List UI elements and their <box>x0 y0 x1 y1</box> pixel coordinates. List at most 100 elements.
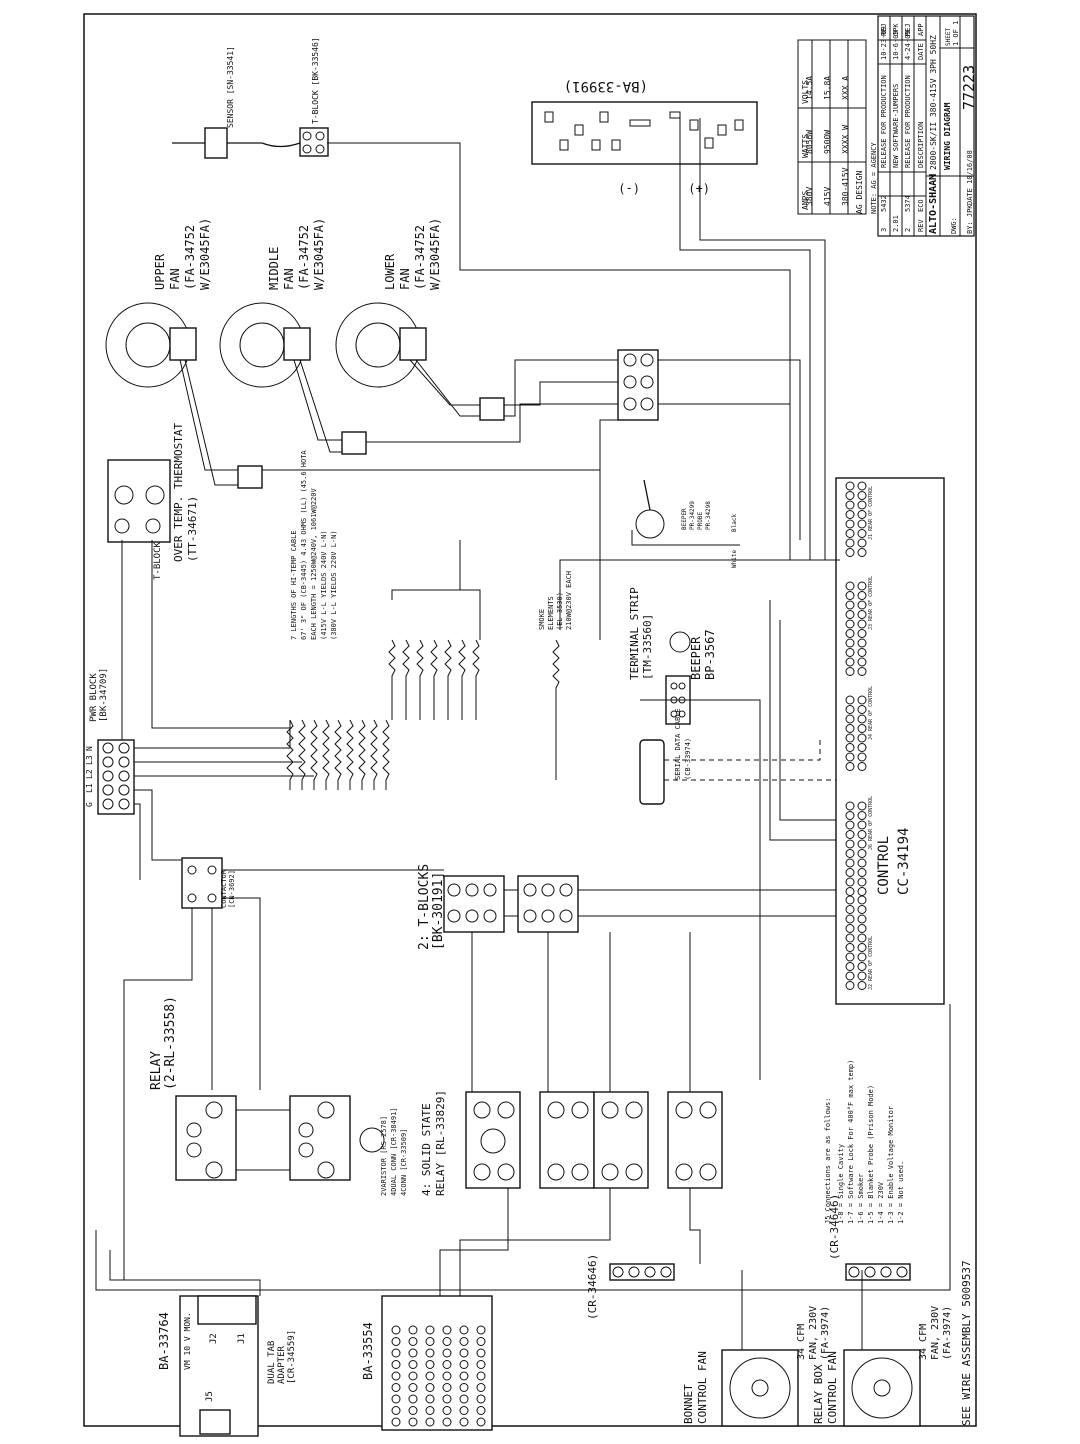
svg-text:FAN: FAN <box>282 268 296 290</box>
t-blocks: 2: T-BLOCKS [BK-30191] <box>417 864 579 950</box>
control-pin <box>857 849 867 858</box>
svg-text:DUAL TAB: DUAL TAB <box>267 1341 277 1384</box>
revision-cell: 3 <box>880 228 888 232</box>
revision-header: DATE <box>917 43 925 60</box>
svg-text:BEEPER: BEEPER <box>689 636 703 680</box>
pwr-terminal <box>118 770 130 782</box>
board-hole <box>391 1383 401 1392</box>
control-pin <box>845 714 855 724</box>
svg-text:J4 REAR OF CONTROL: J4 REAR OF CONTROL <box>868 686 874 740</box>
svg-text:RELAY [RL-33829]: RELAY [RL-33829] <box>434 1090 447 1196</box>
control-pin <box>845 733 855 743</box>
board-hole <box>425 1325 435 1335</box>
svg-text:(TT-34671): (TT-34671) <box>186 496 199 562</box>
svg-text:PR-34299: PR-34299 <box>689 501 696 530</box>
fan-middle: MIDDLE FAN (FA-34752 W/E3045FA) <box>219 218 326 388</box>
control-pin <box>857 752 867 762</box>
terminal-strip: TERMINAL STRIP [TM-33560] BEEPER BP-3567 <box>628 587 717 725</box>
agency-cell: XXX A <box>841 76 850 100</box>
control-pin <box>857 481 867 491</box>
revision-cell: 2 <box>904 228 912 232</box>
board-hole <box>425 1337 435 1346</box>
dwg-label: DWG: <box>950 217 958 234</box>
control-pin <box>845 839 855 849</box>
pwr-terminal <box>102 784 114 796</box>
drawn-by: BY: JPK <box>966 204 974 234</box>
svg-text:2VARISTOR [RS-2578]: 2VARISTOR [RS-2578] <box>380 1116 388 1196</box>
control-pin <box>845 887 855 896</box>
board-ba33554: BA-33554 <box>361 1295 493 1431</box>
control-pin <box>845 858 855 868</box>
svg-text:White: White <box>731 550 738 568</box>
relay-2rl33558: RELAY (2-RL-33558) <box>149 996 385 1181</box>
svg-text:SMOKE: SMOKE <box>538 609 546 630</box>
pwr-label: L2 <box>85 769 94 779</box>
control-pin <box>845 619 855 629</box>
agency-cell: 415V <box>823 187 832 206</box>
svg-text:W/E3045FA): W/E3045FA) <box>312 218 326 290</box>
model: 2800-SK/II 380-415V 3PH 50HZ <box>929 35 938 170</box>
control-pin <box>845 491 855 500</box>
control-pin <box>857 548 867 557</box>
svg-text:1-2 = Not used.: 1-2 = Not used. <box>897 1161 905 1224</box>
svg-text:34 CFM: 34 CFM <box>796 1324 807 1360</box>
over-temp-thermostat: OVER TEMP. THERMOSTAT (TT-34671) <box>107 423 199 562</box>
control-pin <box>857 600 867 610</box>
control-pin <box>845 705 855 714</box>
svg-text:67' 3" OF (CB-3445) 4.43 OHMS: 67' 3" OF (CB-3445) 4.43 OHMS (LL) (45.6… <box>300 450 308 640</box>
board-hole <box>476 1325 486 1335</box>
board-hole <box>442 1337 452 1346</box>
board-hole <box>425 1371 435 1381</box>
control-pin <box>845 629 855 638</box>
control-pin <box>845 581 855 591</box>
control-pin <box>845 481 855 491</box>
revision-cell: NEW SOFTWARE-JUMPERS <box>892 84 900 168</box>
control-pin <box>845 743 855 752</box>
control-pin <box>845 943 855 952</box>
svg-text:(FA-3974): (FA-3974) <box>820 1306 831 1360</box>
board-hole <box>476 1383 486 1392</box>
control-pin <box>857 519 867 529</box>
revision-header: ECO <box>917 199 925 212</box>
svg-text:BA-33554: BA-33554 <box>361 1322 375 1380</box>
control-pin <box>845 610 855 619</box>
agency-cell: 15.8A <box>823 76 832 100</box>
board-hole <box>459 1406 469 1415</box>
sheet-border <box>83 13 977 1427</box>
board-hole <box>442 1406 452 1415</box>
control-pin <box>857 887 867 896</box>
heating-cable-note: 7 LENGTHS OF HI-TEMP CABLE 67' 3" OF (CB… <box>290 450 338 640</box>
control-pin <box>857 981 867 990</box>
control-pin <box>857 529 867 538</box>
control-pin <box>857 868 867 877</box>
revision-cell: 5374 <box>904 195 912 212</box>
contactor: CONTACTOR [CN-3692] <box>181 857 236 909</box>
svg-text:FAN: FAN <box>398 268 412 290</box>
board-plus-label: (+) <box>688 182 710 196</box>
control-pin <box>857 858 867 868</box>
control-pin <box>845 510 855 519</box>
svg-text:(FA-34752: (FA-34752 <box>297 225 311 290</box>
control-pin <box>857 914 867 924</box>
svg-text:J3 REAR OF CONTROL: J3 REAR OF CONTROL <box>868 576 874 630</box>
control-pin <box>857 695 867 705</box>
board-hole <box>459 1360 469 1369</box>
wiring-harness <box>95 420 951 1444</box>
solid-state-relays: 4: SOLID STATE RELAY [RL-33829] 2VARISTO… <box>380 1090 723 1196</box>
control-pin <box>845 820 855 830</box>
drawing-title: WIRING DIAGRAM <box>943 102 952 170</box>
fan-terminal-block <box>237 349 659 489</box>
agency-table: VOLTSWATTSAMPS380V8056W14.5A415V9500W15.… <box>797 39 878 215</box>
control-pin <box>845 868 855 877</box>
svg-text:SERIAL DATA CABLE: SERIAL DATA CABLE <box>674 708 682 780</box>
board-hole <box>459 1337 469 1346</box>
revision-cell: RELEASE FOR PRODUCTION <box>880 75 888 168</box>
control-pin <box>845 952 855 962</box>
svg-text:4DUAL CONN [CR-38491]: 4DUAL CONN [CR-38491] <box>390 1107 398 1196</box>
svg-text:[CR-34559]: [CR-34559] <box>287 1330 297 1384</box>
svg-text:1-6 = Smoker: 1-6 = Smoker <box>857 1173 865 1224</box>
control-pin <box>857 629 867 638</box>
